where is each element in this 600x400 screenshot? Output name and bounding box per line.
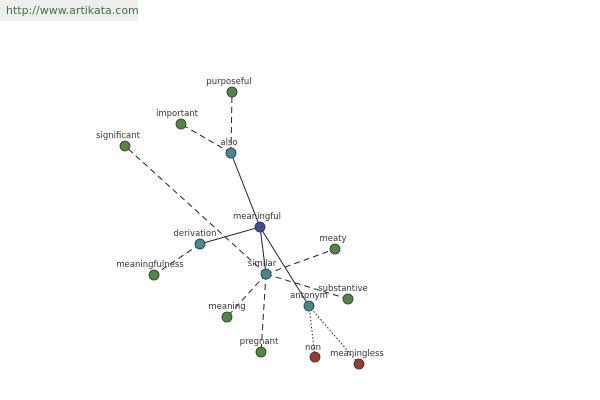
node-meaty[interactable]: meaty [319,234,347,255]
node-purposeful[interactable]: purposeful [206,77,252,98]
node-circle-meaningless[interactable] [353,358,365,370]
node-circle-meaningfulness[interactable] [148,269,160,281]
node-circle-meaning[interactable] [221,311,233,323]
node-label-antonym[interactable]: antonym [290,291,328,301]
node-label-meaning[interactable]: meaning [208,302,245,312]
node-circle-substantive[interactable] [342,293,354,305]
edges-layer [124,91,360,365]
node-circle-derivation[interactable] [194,238,206,250]
node-also[interactable]: also [220,138,238,159]
node-circle-meaningful[interactable] [254,221,266,233]
node-label-similar[interactable]: similar [248,259,277,269]
node-circle-pregnant[interactable] [255,346,267,358]
nodes-layer: meaningful also derivation similar antonym pu… [96,77,384,370]
node-meaning[interactable]: meaning [208,302,246,323]
node-label-meaty[interactable]: meaty [319,234,346,244]
node-label-non[interactable]: non [305,343,321,353]
edge-antonym-meaningless [308,305,360,365]
node-non[interactable]: non [305,343,321,363]
edge-meaningful-derivation [199,226,261,245]
node-similar[interactable]: similar [248,259,277,280]
node-label-meaningfulness[interactable]: meaningfulness [116,260,184,270]
node-label-also[interactable]: also [220,138,237,148]
node-label-meaningless[interactable]: meaningless [330,349,384,359]
node-label-important[interactable]: important [156,109,199,119]
node-label-purposeful[interactable]: purposeful [206,77,251,87]
node-circle-also[interactable] [225,147,237,159]
edge-similar-substantive [265,273,349,300]
edge-similar-meaty [265,248,336,275]
node-label-significant[interactable]: significant [96,131,141,141]
node-derivation[interactable]: derivation [173,229,217,250]
edge-meaningful-antonym [259,226,310,307]
node-meaningfulness[interactable]: meaningfulness [116,260,184,281]
node-label-substantive[interactable]: substantive [318,284,368,294]
edge-similar-significant [124,145,267,275]
node-pregnant[interactable]: pregnant [240,337,279,358]
edge-similar-pregnant [260,273,267,353]
edge-also-purposeful [230,91,233,154]
node-significant[interactable]: significant [96,131,141,152]
node-antonym[interactable]: antonym [290,291,328,312]
node-important[interactable]: important [156,109,199,130]
edge-antonym-non [308,305,316,358]
node-circle-significant[interactable] [119,140,131,152]
edge-meaningful-similar [259,226,267,275]
node-circle-similar[interactable] [260,268,272,280]
edge-meaningful-also [230,152,261,228]
node-label-meaningful[interactable]: meaningful [233,212,281,222]
node-meaningless[interactable]: meaningless [330,349,384,370]
node-circle-important[interactable] [175,118,187,130]
node-substantive[interactable]: substantive [318,284,368,305]
node-circle-purposeful[interactable] [226,86,238,98]
node-label-pregnant[interactable]: pregnant [240,337,279,347]
node-circle-meaty[interactable] [329,243,341,255]
node-meaningful[interactable]: meaningful [233,212,281,233]
source-url-banner[interactable]: http://www.artikata.com [0,0,139,21]
node-circle-antonym[interactable] [303,300,315,312]
node-label-derivation[interactable]: derivation [173,229,216,239]
node-circle-non[interactable] [309,351,321,363]
